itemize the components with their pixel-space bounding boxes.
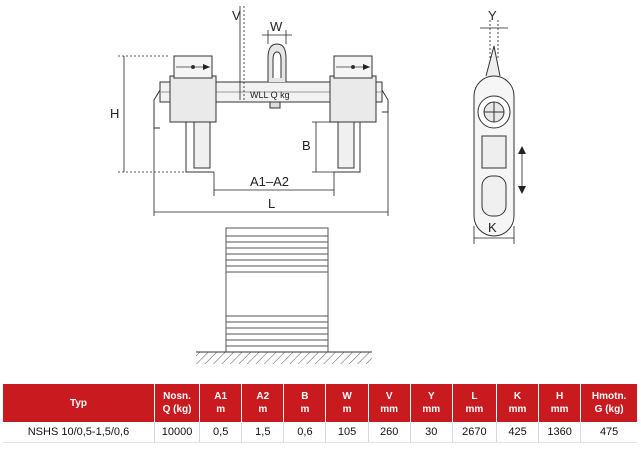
header-typ: Typ	[3, 384, 155, 422]
cell-a2: 1,5	[241, 422, 285, 443]
cell-hmotnost: 475	[580, 422, 637, 443]
label-w: W	[270, 19, 283, 34]
front-dimensions	[118, 6, 389, 216]
label-v: V	[232, 8, 241, 23]
label-y: Y	[488, 8, 497, 23]
cell-b: 0,6	[283, 422, 327, 443]
header-hmotnost: Hmotn.G (kg)	[580, 384, 637, 422]
ground-hatch	[196, 352, 372, 364]
cell-v: 260	[368, 422, 411, 443]
right-clamp-housing	[329, 75, 377, 123]
cell-h: 1360	[538, 422, 582, 443]
cell-k: 425	[496, 422, 540, 443]
label-l: L	[268, 196, 275, 211]
label-b: B	[302, 138, 311, 153]
coil-stack	[225, 227, 329, 353]
cell-l: 2670	[452, 422, 497, 443]
cell-typ: NSHS 10/0,5-1,5/0,6	[3, 422, 155, 443]
table-row: NSHS 10/0,5-1,5/0,6 10000 0,5 1,5 0,6 10…	[3, 422, 637, 443]
label-h: H	[110, 106, 119, 121]
side-view	[473, 45, 515, 237]
left-jaw	[193, 121, 211, 169]
left-handle	[153, 89, 161, 129]
cell-y: 30	[410, 422, 453, 443]
side-dimensions	[473, 20, 523, 244]
technical-drawing: V W H B WLL Q kg A1–A2 L Y K	[110, 6, 526, 364]
cell-w: 105	[325, 422, 369, 443]
label-a1a2: A1–A2	[250, 174, 289, 189]
cell-nosnost: 10000	[154, 422, 201, 443]
down-arrow-icon	[518, 186, 526, 194]
up-arrow-icon	[518, 146, 526, 154]
label-k: K	[488, 220, 497, 235]
cell-a1: 0,5	[199, 422, 243, 443]
header-nosnost: Nosn.Q (kg)	[154, 384, 201, 422]
right-handle	[381, 89, 389, 113]
front-view	[153, 43, 389, 173]
right-jaw	[337, 121, 355, 169]
label-wll: WLL Q kg	[250, 90, 290, 100]
left-clamp-housing	[169, 75, 217, 123]
